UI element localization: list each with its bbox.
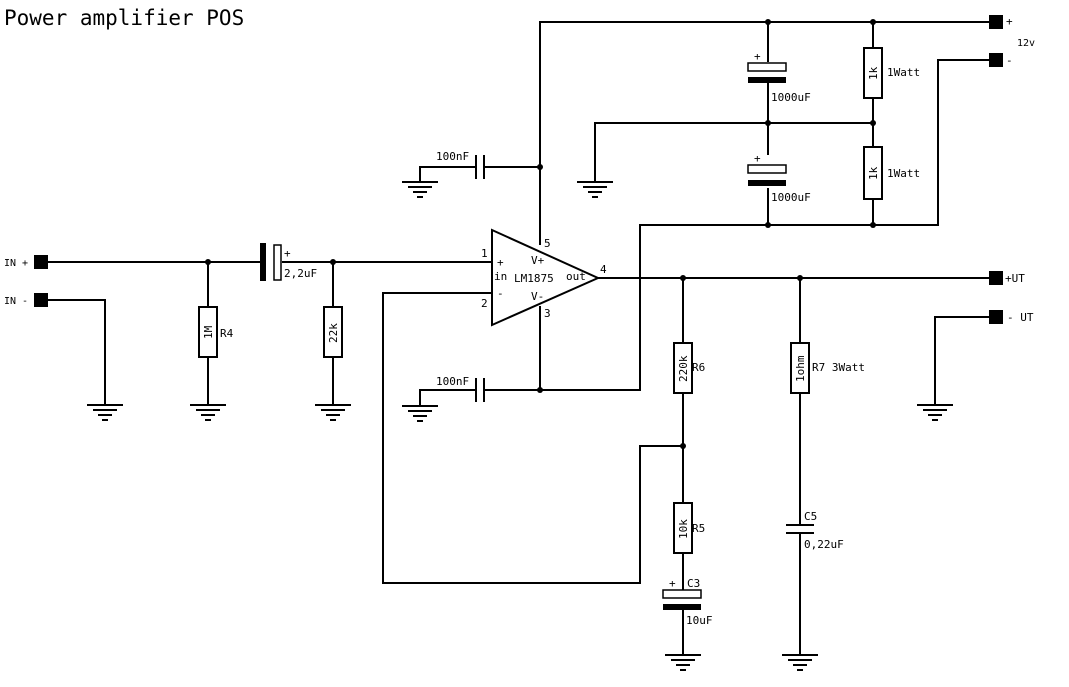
ground-icon: [314, 404, 352, 421]
resistor-r7: 1ohm R7 3Watt: [790, 342, 865, 394]
wires: [48, 21, 990, 655]
capacitor-input: + 2,2uF: [260, 243, 317, 281]
opamp-lm1875: + - in LM1875 out V+ V- 1 2 3 4 5: [481, 228, 607, 327]
resistor-value: 1ohm: [794, 355, 807, 382]
terminal-out-plus: [989, 271, 1003, 285]
ground-icon: [664, 654, 702, 671]
terminal-vplus: [989, 15, 1003, 29]
terminal-in-plus-label: IN +: [4, 258, 28, 269]
ground-icon: [781, 654, 819, 671]
resistor-value: 1M: [202, 325, 215, 339]
capacitor-value: 100nF: [436, 375, 469, 388]
resistor-value: 1k: [867, 166, 880, 180]
opamp-vminus-label: V-: [531, 290, 544, 303]
capacitor-100nf-top: 100nF: [436, 150, 485, 179]
diagram-title: Power amplifier POS: [4, 6, 244, 30]
resistor-r5: 10k R5: [673, 502, 705, 554]
resistor-value: 1k: [867, 66, 880, 80]
resistor-name: R7 3Watt: [812, 361, 865, 374]
capacitor-name: C3: [687, 577, 700, 590]
resistor-value: 22k: [327, 323, 340, 343]
terminal-out-plus-label: +UT: [1005, 272, 1025, 285]
junctions: [205, 19, 876, 449]
ground-icon: [401, 405, 439, 422]
resistor-value: 10k: [677, 519, 690, 539]
resistor-1k-mid: 1k 1Watt: [863, 146, 920, 200]
resistor-name: R5: [692, 522, 705, 535]
supply-voltage-label: 12v: [1017, 38, 1035, 49]
opamp-pin4: 4: [600, 263, 607, 276]
opamp-triangle: [491, 228, 601, 327]
capacitor-value: 1000uF: [771, 191, 811, 204]
opamp-pin3: 3: [544, 307, 551, 320]
resistor-name: R4: [220, 327, 234, 340]
terminal-vminus-label: -: [1006, 54, 1013, 67]
capacitor-value: 1000uF: [771, 91, 811, 104]
capacitor-1000uf-1: + 1000uF: [747, 50, 811, 104]
terminal-out-minus: [989, 310, 1003, 324]
resistor-r4: 1M R4: [198, 306, 234, 358]
ground-icon: [189, 404, 227, 421]
opamp-in-label: in: [494, 270, 507, 283]
resistor-22k: 22k: [323, 306, 343, 358]
opamp-minus-sign: -: [497, 287, 504, 300]
opamp-vplus-label: V+: [531, 254, 545, 267]
ground-icon: [86, 404, 124, 421]
terminal-in-plus: [34, 255, 48, 269]
capacitor-name: C5: [804, 510, 817, 523]
capacitor-value: 100nF: [436, 150, 469, 163]
capacitor-plus-sign: +: [669, 577, 676, 590]
capacitor-1000uf-2: + 1000uF: [747, 152, 811, 204]
ground-icon: [576, 181, 614, 198]
terminal-in-minus: [34, 293, 48, 307]
ground-icon: [916, 404, 954, 421]
opamp-name: LM1875: [514, 272, 554, 285]
capacitor-value: 0,22uF: [804, 538, 844, 551]
resistor-1k-top: 1k 1Watt: [863, 47, 920, 99]
capacitor-c5: C5 0,22uF: [786, 510, 844, 551]
opamp-pin5: 5: [544, 237, 551, 250]
capacitor-plus-sign: +: [754, 50, 761, 63]
terminal-vminus: [989, 53, 1003, 67]
opamp-out-label: out: [566, 270, 586, 283]
capacitor-100nf-bottom: 100nF: [436, 375, 485, 402]
resistor-power: 1Watt: [887, 167, 920, 180]
capacitor-plus-sign: +: [754, 152, 761, 165]
resistor-power: 1Watt: [887, 66, 920, 79]
capacitor-value: 10uF: [686, 614, 713, 627]
terminal-out-minus-label: - UT: [1007, 311, 1034, 324]
capacitor-value: 2,2uF: [284, 267, 317, 280]
resistor-r6: 220k R6: [673, 342, 705, 394]
ground-icon: [401, 181, 439, 198]
terminal-in-minus-label: IN -: [4, 296, 28, 307]
opamp-plus-sign: +: [497, 256, 504, 269]
capacitor-c3: + C3 10uF: [662, 577, 713, 627]
opamp-pin2: 2: [481, 297, 488, 310]
opamp-pin1: 1: [481, 247, 488, 260]
capacitor-plus-sign: +: [284, 247, 291, 260]
resistor-name: R6: [692, 361, 705, 374]
terminal-vplus-label: +: [1006, 15, 1013, 28]
resistor-value: 220k: [677, 355, 690, 382]
